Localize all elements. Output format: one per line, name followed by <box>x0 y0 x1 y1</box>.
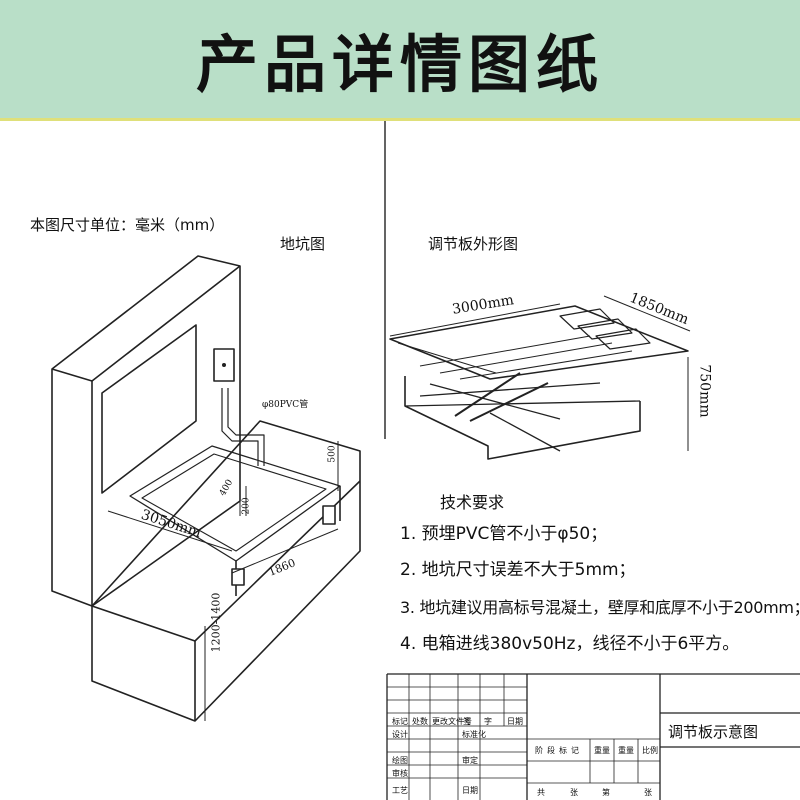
plate-height-label: 750mm <box>696 364 713 418</box>
tb-cell: 张 <box>644 788 652 797</box>
tech-title: 技术要求 <box>440 493 505 512</box>
tb-cell: 定 <box>470 756 478 765</box>
drawing-lines <box>51 121 800 800</box>
tb-cell: 核 <box>400 769 408 778</box>
tb-cell: 图 <box>400 756 408 765</box>
tb-cell: 字 <box>484 717 492 726</box>
tb-cell: 比例 <box>642 746 658 755</box>
dim-200-label: 200 <box>241 497 252 515</box>
tb-cell: 日 <box>462 786 470 795</box>
tech-item: 4. 电箱进线380v50Hz，线径不小于6平方。 <box>400 634 740 654</box>
unit-note: 本图尺寸单位：毫米（mm） <box>30 216 225 234</box>
tb-cell: 记 <box>571 746 579 755</box>
tb-cell: 计 <box>400 730 408 739</box>
tb-cell: 审 <box>392 769 400 778</box>
tech-item: 1. 预埋PVC管不小于φ50； <box>400 524 608 544</box>
tb-cell: 重量 <box>618 746 634 755</box>
banner-title: 产品详情图纸 <box>195 28 604 101</box>
tb-cell: 阶 <box>535 746 543 755</box>
tb-cell: 期 <box>470 786 478 795</box>
tb-cell: 日期 <box>507 717 523 726</box>
tech-item: 3. 地坑建议用高标号混凝土，壁厚和底厚不小于200mm； <box>400 598 800 617</box>
dim-500-label: 500 <box>327 445 338 463</box>
tb-cell: 第 <box>602 788 610 797</box>
tb-cell: 标 <box>559 746 567 755</box>
tb-cell: 设 <box>392 730 400 739</box>
tb-cell: 签 <box>463 717 471 726</box>
tb-cell: 工 <box>392 786 400 795</box>
pit-height-label: 1200-1400 <box>209 592 223 653</box>
tb-cell: 艺 <box>400 786 408 795</box>
tb-cell: 段 <box>547 746 555 755</box>
tb-cell: 更改文件号 <box>432 717 472 726</box>
tb-cell: 共 <box>537 788 545 797</box>
tb-cell: 标准化 <box>462 730 486 739</box>
tb-cell: 绘 <box>392 756 400 765</box>
tb-cell: 审 <box>462 756 470 765</box>
pit-drawing <box>51 255 361 722</box>
plate-drawing <box>389 295 691 460</box>
pvc-pipe-label: φ80PVC管 <box>262 400 309 410</box>
title-block <box>386 673 800 800</box>
title-banner: 产品详情图纸 <box>0 0 800 121</box>
plate-drawing-title: 调节板外形图 <box>428 235 519 253</box>
pit-drawing-title: 地坑图 <box>280 235 326 253</box>
tb-cell: 标记 <box>392 717 408 726</box>
tb-cell: 重量 <box>594 746 610 755</box>
drawing-name: 调节板示意图 <box>668 723 759 741</box>
tb-cell: 张 <box>570 788 578 797</box>
drawing-sheet: 本图尺寸单位：毫米（mm） 地坑图 3050mm 1860 1200-1400 … <box>0 121 800 800</box>
tech-item: 2. 地坑尺寸误差不大于5mm； <box>400 560 636 580</box>
tb-cell: 处数 <box>412 717 428 726</box>
